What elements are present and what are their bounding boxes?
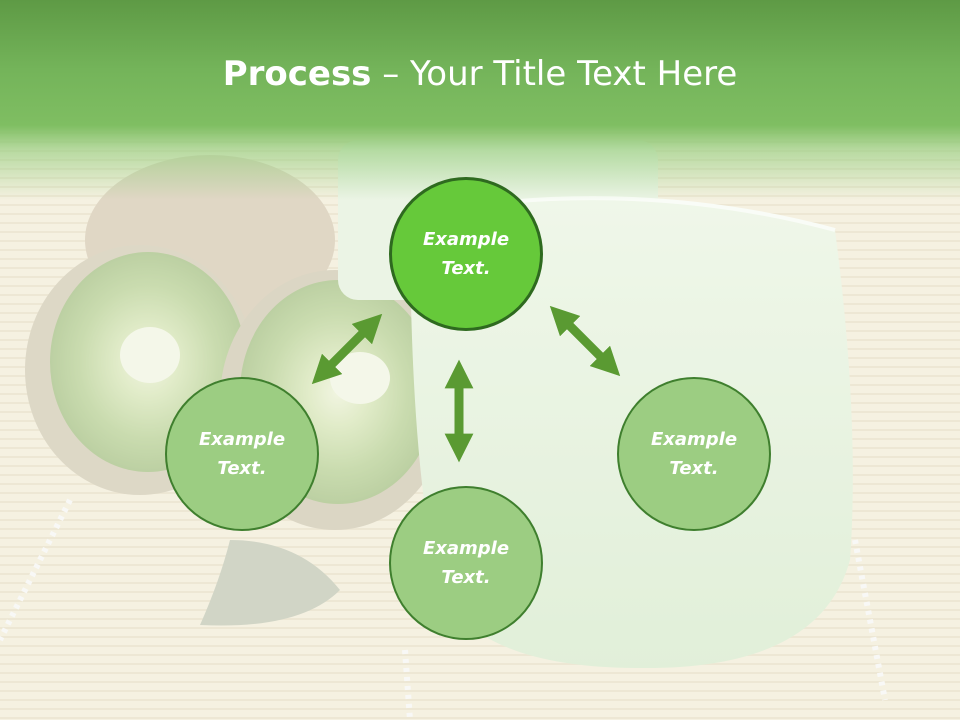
node-left: Example Text.	[165, 377, 319, 531]
node-left-label: Example Text.	[198, 429, 286, 479]
node-bottom: Example Text.	[389, 486, 543, 640]
node-right: Example Text.	[617, 377, 771, 531]
node-bottom-label: Example Text.	[422, 538, 510, 588]
node-center: Example Text.	[389, 177, 543, 331]
arrow-center-left	[311, 313, 383, 385]
slide-title: Process – Your Title Text Here	[0, 50, 960, 98]
node-center-label: Example Text.	[422, 229, 510, 279]
title-rest: – Your Title Text Here	[371, 54, 738, 94]
title-bold: Process	[222, 54, 372, 94]
arrow-center-right	[549, 305, 621, 377]
node-right-label: Example Text.	[650, 429, 738, 479]
title-band	[0, 0, 960, 200]
